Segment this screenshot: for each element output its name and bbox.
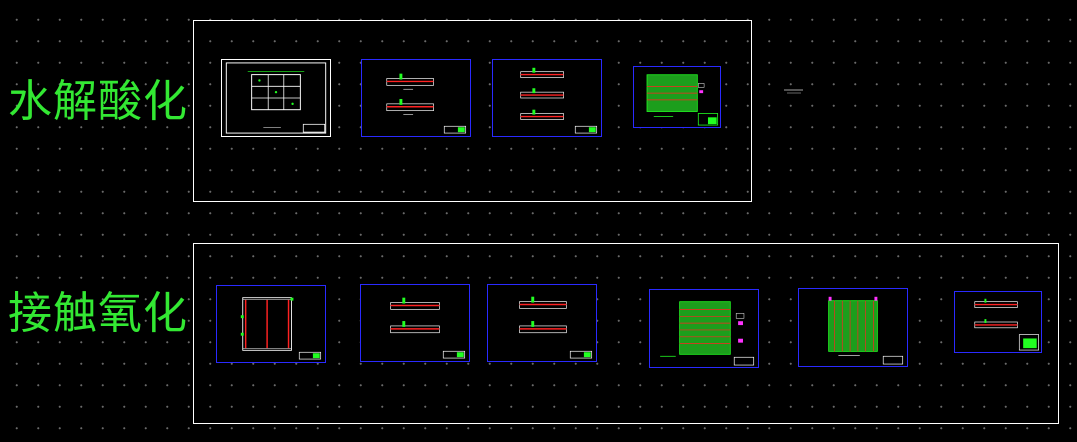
drawing-sheet-contact-section-3[interactable]	[954, 291, 1042, 353]
stray-annotation-icon	[784, 89, 803, 94]
drawing-sheet-thumbnail-icon	[390, 297, 466, 359]
group-title-hydrolysis: 水解酸化	[8, 76, 188, 127]
drawing-sheet-thumbnail-icon	[660, 301, 755, 366]
drawing-sheet-thumbnail-icon	[240, 297, 322, 360]
drawing-sheet-hydrolysis-detail[interactable]	[633, 66, 721, 128]
drawing-sheet-contact-detail-2[interactable]	[798, 288, 908, 367]
drawing-sheet-contact-section-1[interactable]	[360, 284, 470, 362]
drawing-sheet-thumbnail-icon	[828, 296, 904, 365]
group-frame-contact[interactable]	[193, 243, 1059, 424]
drawing-sheet-thumbnail-icon	[225, 62, 327, 134]
drawing-sheet-thumbnail-icon	[386, 73, 467, 134]
drawing-sheet-thumbnail-icon	[646, 74, 719, 126]
drawing-sheet-hydrolysis-section-2[interactable]	[492, 59, 602, 137]
drawing-sheet-thumbnail-icon	[519, 296, 593, 359]
drawing-sheet-hydrolysis-plan[interactable]	[221, 59, 331, 137]
group-frame-hydrolysis[interactable]	[193, 20, 752, 202]
drawing-sheet-thumbnail-icon	[520, 67, 598, 134]
drawing-sheet-hydrolysis-section-1[interactable]	[361, 59, 471, 137]
group-title-contact: 接触氧化	[8, 288, 188, 339]
drawing-sheet-contact-section-2[interactable]	[487, 284, 597, 362]
drawing-sheet-contact-plan[interactable]	[216, 285, 326, 363]
drawing-sheet-contact-detail-1[interactable]	[649, 289, 759, 368]
drawing-sheet-thumbnail-icon	[974, 298, 1039, 351]
